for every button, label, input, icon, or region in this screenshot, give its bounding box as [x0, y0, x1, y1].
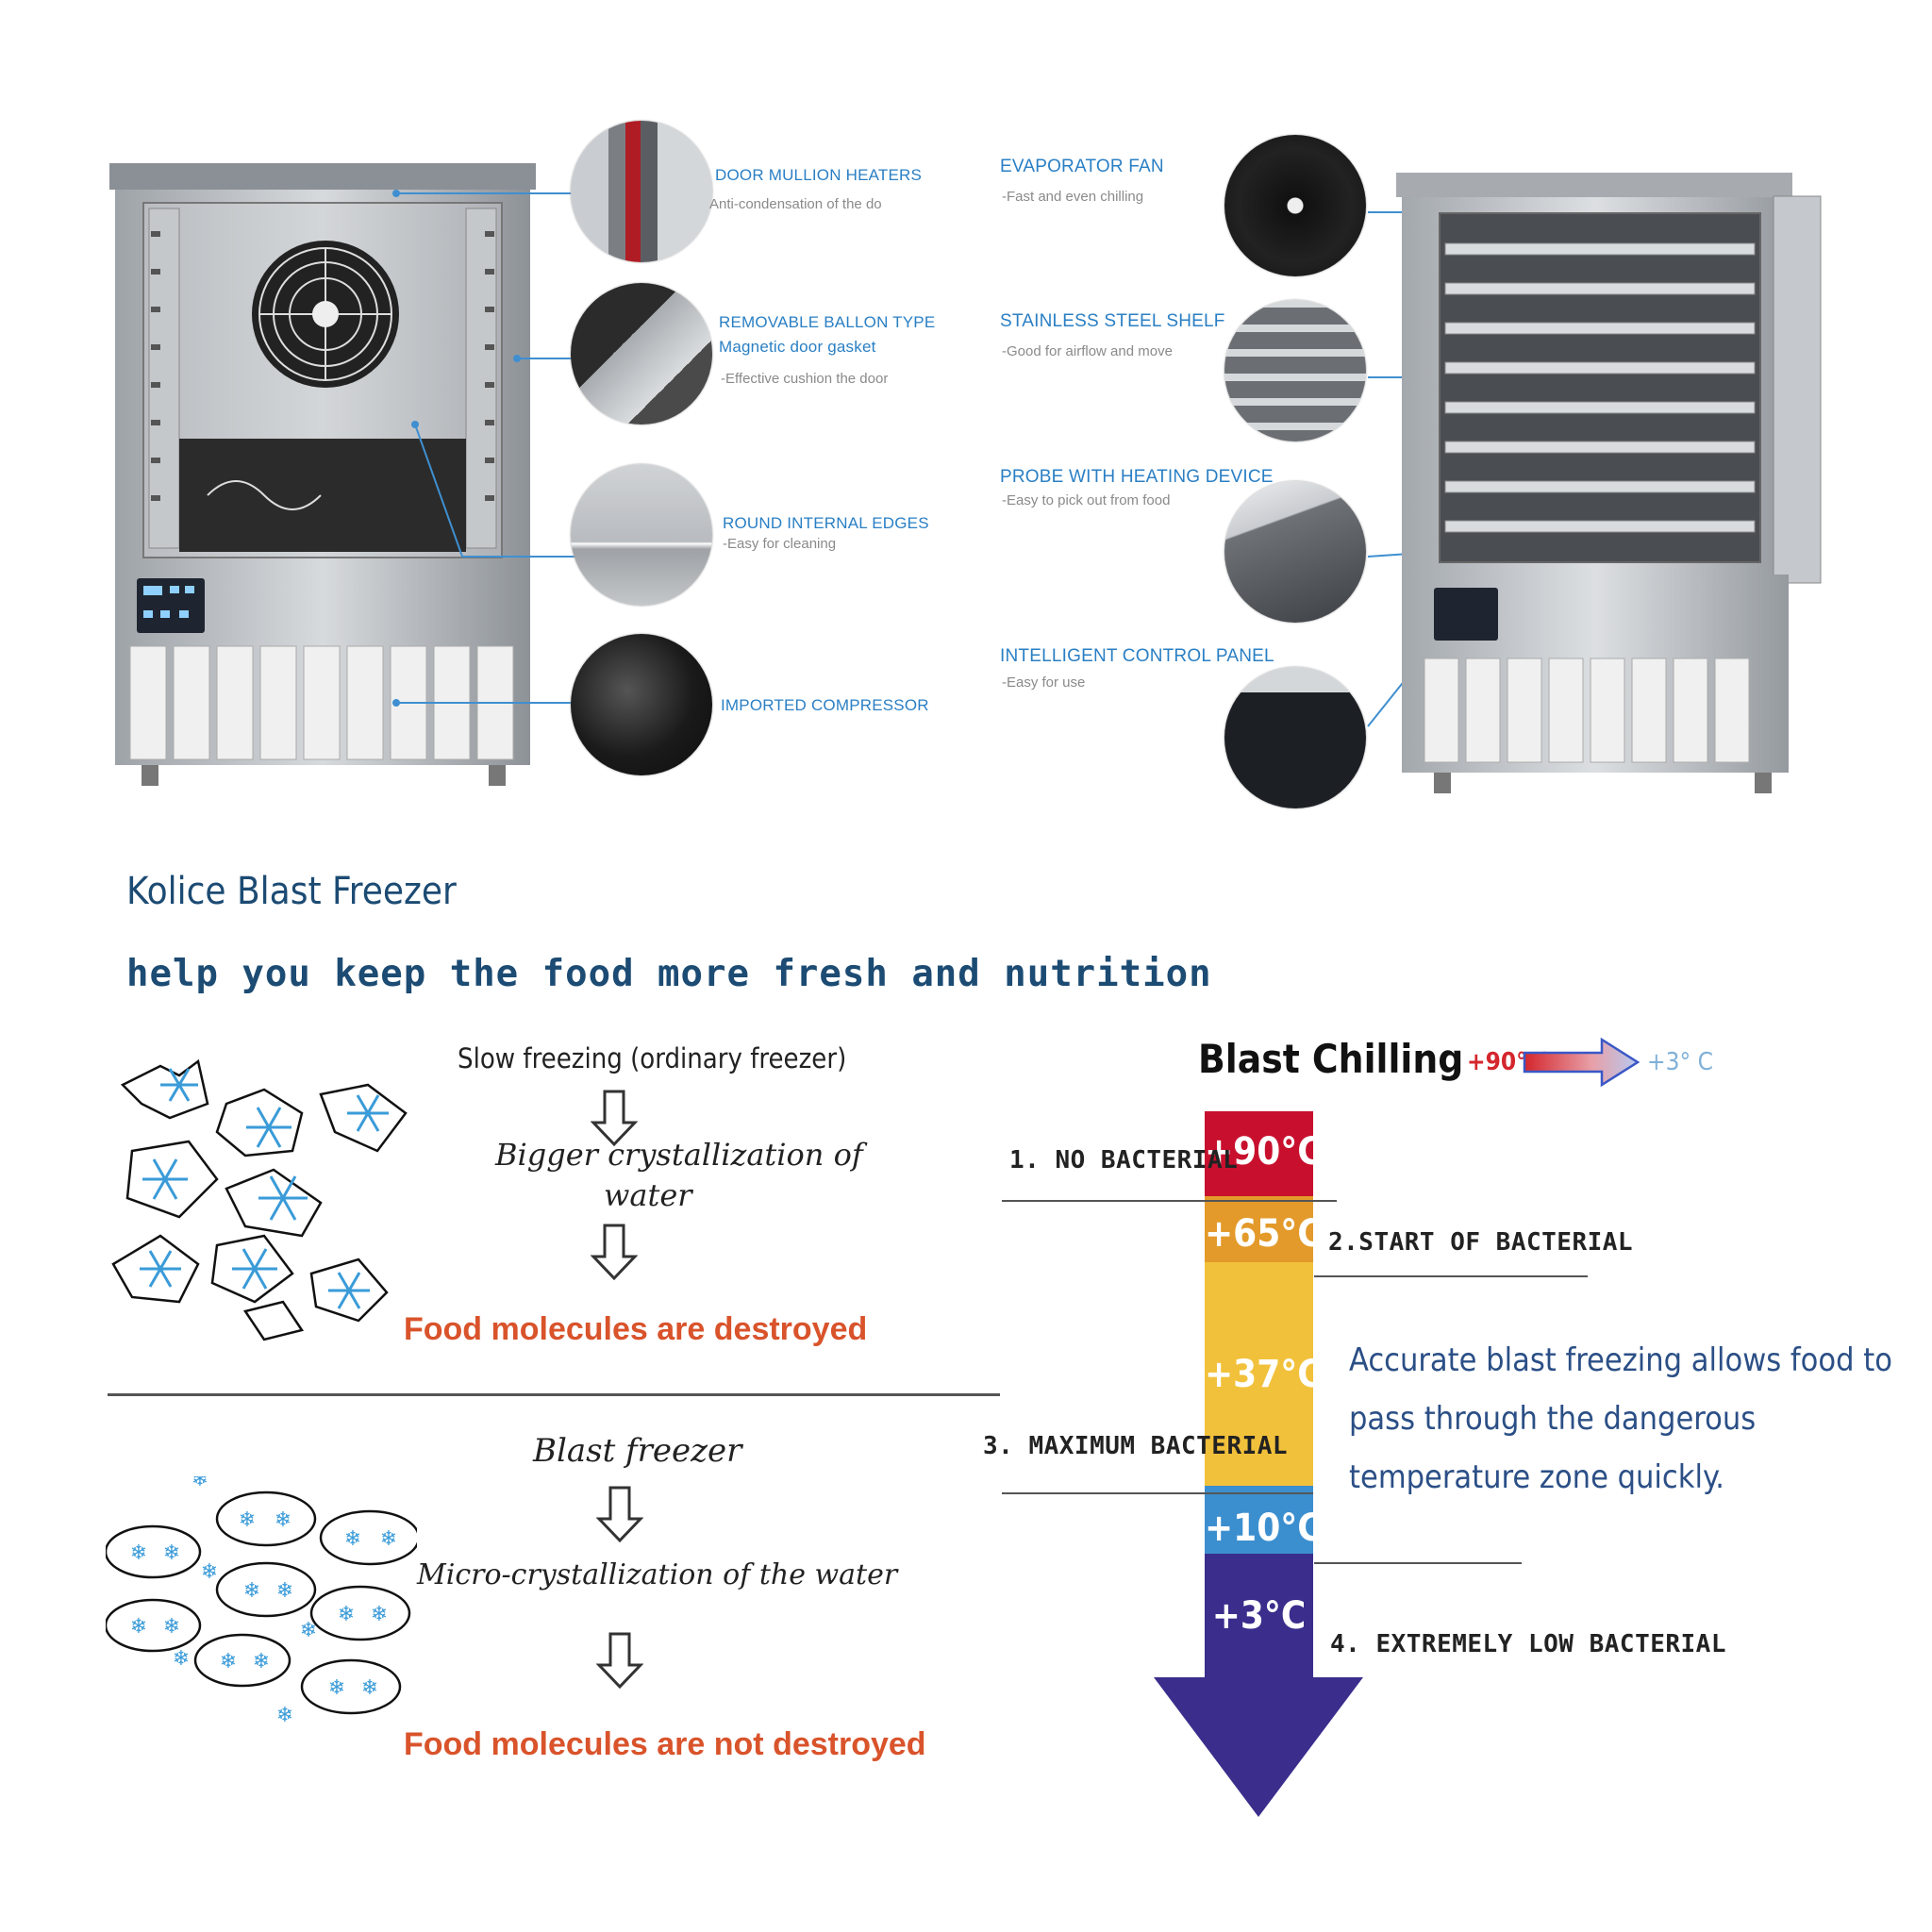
feature-label-evaporator: EVAPORATOR FAN	[1000, 157, 1164, 176]
internal-edge-photo	[571, 464, 712, 606]
svg-text:❄: ❄	[300, 1619, 317, 1642]
bacteria-stage-4: 4. EXTREMELY LOW BACTERIAL	[1330, 1630, 1726, 1658]
probe-heating-photo	[1224, 481, 1366, 623]
feature-label-mullion: DOOR MULLION HEATERS	[715, 166, 923, 184]
temp-label-37: +37°C	[1205, 1353, 1323, 1396]
svg-text:❄: ❄	[173, 1647, 190, 1671]
chilling-to-temp: +3° C	[1647, 1048, 1713, 1076]
svg-text:❄: ❄	[276, 1579, 293, 1603]
feature-sub-control: -Easy for use	[1002, 675, 1086, 691]
slow-step-text-2: water	[604, 1177, 692, 1213]
mullion-heater-photo	[571, 121, 712, 262]
blast-step-text: Micro-crystallization of the water	[417, 1558, 898, 1591]
feature-label-shelf: STAINLESS STEEL SHELF	[1000, 311, 1225, 331]
slow-freezing-heading: Slow freezing (ordinary freezer)	[458, 1042, 847, 1074]
down-arrow-icon	[596, 1486, 643, 1542]
bacteria-stage-1: 1. NO BACTERIAL	[1009, 1146, 1239, 1174]
svg-text:❄: ❄	[243, 1579, 260, 1603]
feature-label-gasket-2: Magnetic door gasket	[719, 338, 876, 356]
bacteria-stage-2: 2.START OF BACTERIAL	[1328, 1228, 1634, 1257]
feature-label-edges: ROUND INTERNAL EDGES	[723, 514, 929, 532]
tagline: help you keep the food more fresh and nu…	[126, 953, 1212, 995]
temp-label-10: +10°C	[1205, 1507, 1323, 1550]
svg-text:❄: ❄	[380, 1527, 397, 1551]
feature-sub-edges: -Easy for cleaning	[723, 536, 837, 552]
feature-label-control: INTELLIGENT CONTROL PANEL	[1000, 646, 1274, 666]
brand-title: Kolice Blast Freezer	[126, 870, 457, 913]
feature-label-gasket: REMOVABLE BALLON TYPE	[719, 313, 936, 331]
svg-text:❄: ❄	[163, 1615, 180, 1639]
feature-sub-evaporator: -Fast and even chilling	[1002, 189, 1144, 205]
down-arrow-icon	[591, 1090, 638, 1146]
svg-text:❄: ❄	[344, 1527, 361, 1551]
compressor-photo	[571, 634, 712, 775]
divider-line	[1002, 1200, 1337, 1202]
blast-freezer-heading: Blast freezer	[533, 1432, 742, 1470]
temp-label-90: +90°C	[1205, 1130, 1323, 1174]
down-arrow-icon	[591, 1224, 638, 1280]
svg-text:❄: ❄	[371, 1603, 388, 1626]
svg-text:❄: ❄	[239, 1508, 256, 1532]
door-gasket-photo	[571, 283, 712, 425]
svg-text:❄: ❄	[220, 1650, 237, 1674]
svg-text:❄: ❄	[275, 1508, 291, 1532]
svg-text:❄: ❄	[192, 1476, 208, 1491]
feature-sub-mullion: Anti-condensation of the do	[709, 196, 882, 212]
temp-label-65: +65°C	[1205, 1212, 1323, 1256]
slow-result: Food molecules are destroyed	[404, 1311, 868, 1347]
right-arrow-icon	[1523, 1037, 1641, 1088]
chilling-note-line-1: Accurate blast freezing allows food to	[1349, 1341, 1892, 1379]
stainless-shelf-photo	[1224, 300, 1366, 441]
slow-step-text: Bigger crystallization of	[495, 1137, 863, 1173]
feature-label-probe: PROBE WITH HEATING DEVICE	[1000, 467, 1274, 487]
down-arrow-icon	[596, 1632, 643, 1689]
svg-text:❄: ❄	[130, 1615, 147, 1639]
svg-text:❄: ❄	[130, 1541, 147, 1565]
feature-sub-gasket: -Effective cushion the door	[721, 371, 889, 387]
temp-label-3: +3°C	[1211, 1594, 1307, 1638]
control-panel-photo	[1224, 667, 1366, 808]
blast-chilling-title: Blast Chilling	[1198, 1036, 1464, 1082]
divider-line	[1314, 1562, 1522, 1564]
divider-line	[1002, 1492, 1313, 1494]
svg-text:❄: ❄	[338, 1603, 355, 1626]
feature-label-compressor: IMPORTED COMPRESSOR	[721, 696, 929, 714]
svg-text:❄: ❄	[276, 1704, 293, 1727]
bacteria-stage-3: 3. MAXIMUM BACTERIAL	[983, 1432, 1289, 1460]
micro-ice-crystals-illustration: ❄ ❄ ❄ ❄ ❄ ❄ ❄ ❄ ❄ ❄ ❄ ❄ ❄ ❄ ❄ ❄ ❄ ❄ ❄ ❄ ❄	[106, 1476, 417, 1727]
svg-text:❄: ❄	[163, 1541, 180, 1565]
svg-text:❄: ❄	[201, 1560, 218, 1584]
section-divider	[108, 1393, 1000, 1396]
feature-sub-probe: -Easy to pick out from food	[1002, 492, 1171, 508]
svg-text:❄: ❄	[253, 1650, 270, 1674]
evaporator-fan-photo	[1224, 135, 1366, 276]
freezer-front-illustration	[94, 156, 547, 788]
freezer-open-illustration	[1396, 168, 1830, 795]
feature-sub-shelf: -Good for airflow and move	[1002, 343, 1173, 359]
svg-text:❄: ❄	[361, 1676, 378, 1700]
temperature-thermometer-bar	[1154, 1111, 1363, 1817]
blast-result: Food molecules are not destroyed	[404, 1726, 926, 1762]
large-ice-crystals-illustration	[111, 1058, 408, 1341]
chilling-note-line-3: temperature zone quickly.	[1349, 1458, 1724, 1496]
svg-text:❄: ❄	[328, 1676, 345, 1700]
divider-line	[1314, 1275, 1588, 1277]
chilling-note-line-2: pass through the dangerous	[1349, 1400, 1757, 1438]
